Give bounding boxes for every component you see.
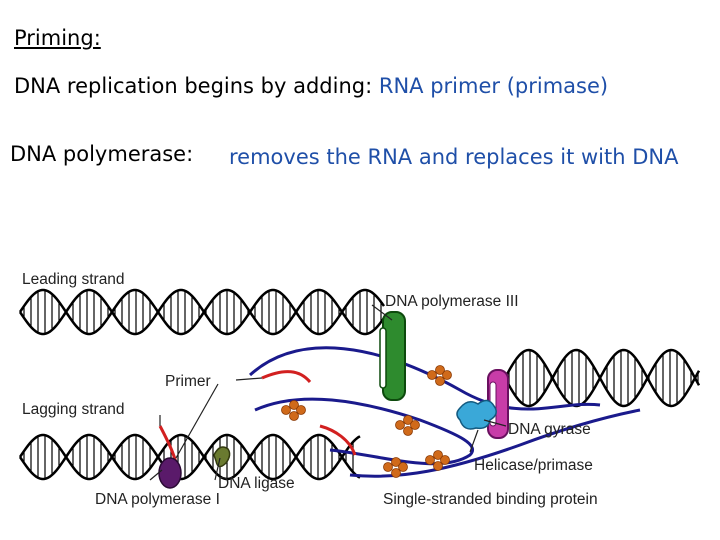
parental-helix xyxy=(503,348,701,408)
ssb-dot xyxy=(289,411,299,421)
ssb-dot xyxy=(296,405,306,415)
label-leading-strand: Leading strand xyxy=(22,271,125,288)
ssb-dot xyxy=(391,468,401,478)
label-primer: Primer xyxy=(165,373,211,390)
ssb-dot xyxy=(383,462,393,472)
label-ssb-protein: Single-stranded binding protein xyxy=(383,491,598,508)
ssb-dot xyxy=(289,400,299,410)
replication-start-prompt: DNA replication begins by adding: xyxy=(14,74,373,98)
lagging-loop-inner xyxy=(254,397,474,466)
label-dna-ligase: DNA ligase xyxy=(218,475,295,492)
ssb-dot xyxy=(398,462,408,472)
lagging-strand-helix xyxy=(18,433,361,481)
replication-start-answer: RNA primer (primase) xyxy=(378,74,609,98)
leading-strand-helix xyxy=(18,288,386,336)
ssb-dot xyxy=(433,461,443,471)
ssb-dot xyxy=(395,420,405,430)
pointer-lines xyxy=(149,304,507,481)
leading-helix-backbone-1 xyxy=(18,288,386,336)
ssb-dot xyxy=(403,415,413,425)
ssb-dot xyxy=(425,455,435,465)
ssb-dot xyxy=(435,376,445,386)
ssb-dot xyxy=(403,426,413,436)
polymerase-prompt: DNA polymerase: xyxy=(10,142,194,166)
slide-heading: Priming: xyxy=(14,26,101,50)
ssb-dot xyxy=(391,457,401,467)
primer-segment-top xyxy=(261,370,312,384)
ssb-dot xyxy=(427,370,437,380)
leading-helix-backbone-2 xyxy=(18,288,386,336)
helicase-primase xyxy=(456,399,497,430)
lagging-loop-strand xyxy=(248,346,601,411)
replication-start-line: DNA replication begins by adding: RNA pr… xyxy=(14,74,608,98)
dna-polymerase-1 xyxy=(158,457,182,489)
label-helicase-primase: Helicase/primase xyxy=(474,457,593,474)
lagging-helix-backbone-2 xyxy=(18,433,361,481)
ssb-clusters xyxy=(281,365,452,478)
polymerase-answer: removes the RNA and replaces it with DNA xyxy=(229,145,679,169)
ssb-dot xyxy=(442,370,452,380)
label-dna-polymerase-1: DNA polymerase I xyxy=(95,491,220,508)
ssb-dot xyxy=(435,365,445,375)
ssb-dot xyxy=(440,455,450,465)
label-lagging-strand: Lagging strand xyxy=(22,401,125,418)
label-dna-polymerase-3: DNA polymerase III xyxy=(385,293,519,310)
primer-segment-lower xyxy=(319,424,357,456)
lagging-helix-backbone-1 xyxy=(18,433,361,481)
label-dna-gyrase: DNA gyrase xyxy=(508,421,591,438)
ssb-dot xyxy=(433,450,443,460)
dna-polymerase-3 xyxy=(379,311,406,401)
ssb-dot xyxy=(410,420,420,430)
ssb-dot xyxy=(281,405,291,415)
replication-fork-diagram: Leading strand Lagging strand Primer DNA… xyxy=(18,271,701,508)
